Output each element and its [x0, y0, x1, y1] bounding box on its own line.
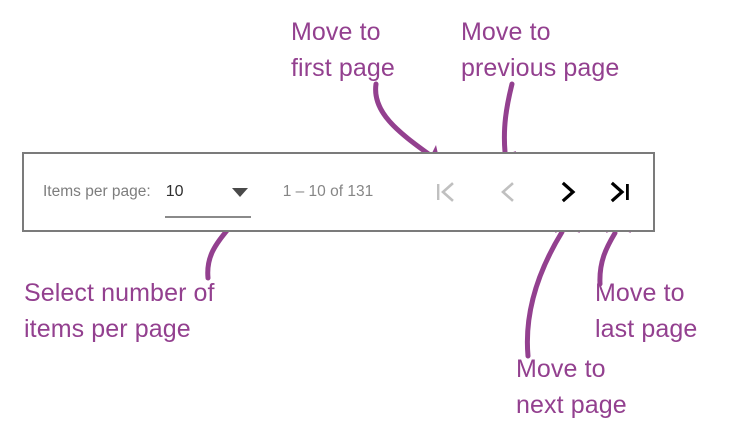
callout-first-page: Move to first page — [291, 18, 395, 82]
paginator-bar: Items per page: 10 1 – 10 of 131 — [22, 152, 655, 232]
range-label: 1 – 10 of 131 — [282, 183, 374, 200]
first-page-button[interactable] — [424, 170, 468, 214]
arrow-line-next-page — [524, 229, 565, 359]
last-page-button[interactable] — [598, 170, 642, 214]
select-underline — [164, 216, 251, 218]
last-page-icon — [610, 181, 629, 203]
callout-previous-page: Move to previous page — [461, 18, 620, 82]
next-page-button[interactable] — [546, 170, 590, 214]
arrow-line-select-items — [205, 225, 232, 281]
callout-last-page: Move to last page — [595, 279, 698, 343]
previous-page-icon — [501, 182, 514, 202]
first-page-icon — [437, 182, 454, 202]
previous-page-button[interactable] — [486, 170, 530, 214]
items-per-page-label: Items per page: — [43, 183, 151, 200]
callout-next-page: Move to next page — [516, 355, 627, 419]
next-page-icon — [561, 181, 576, 203]
chevron-down-icon — [231, 188, 248, 197]
arrow-line-previous-page — [501, 81, 515, 155]
callout-select-items: Select number of items per page — [24, 279, 215, 343]
arrow-line-first-page — [373, 81, 433, 158]
items-per-page-value: 10 — [165, 183, 184, 200]
items-per-page-select[interactable]: 10 — [164, 174, 251, 218]
